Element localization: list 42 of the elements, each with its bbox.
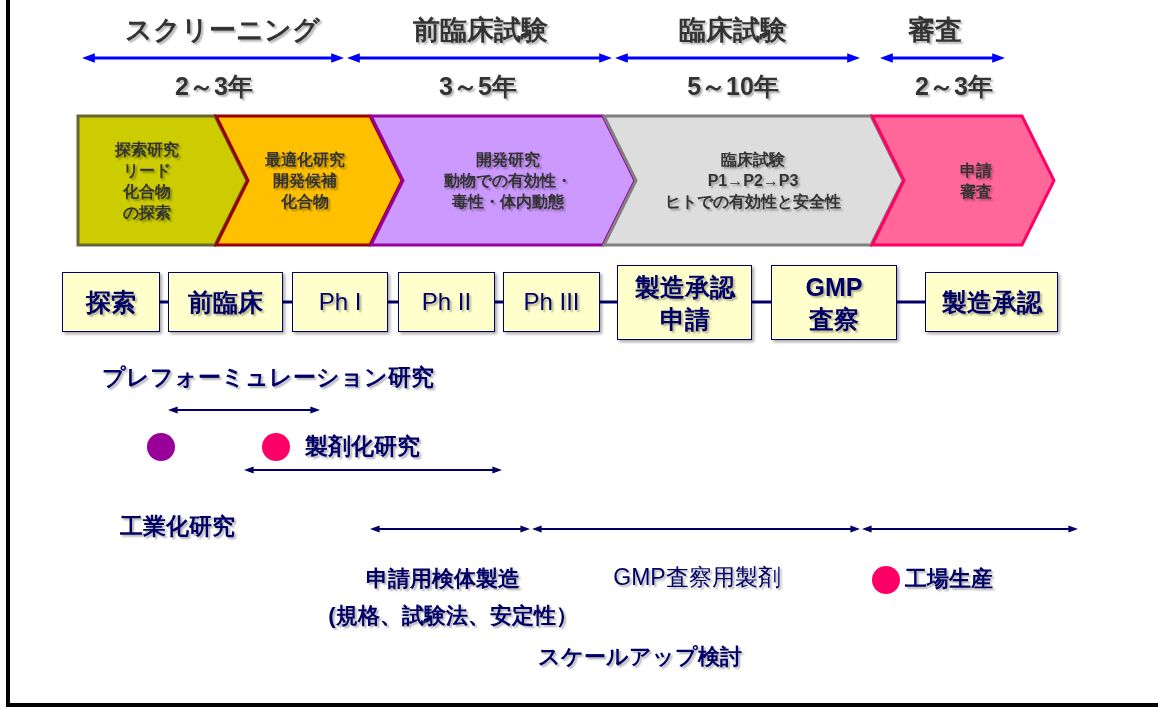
duration-label: 3～5年	[439, 72, 517, 100]
phase-band	[871, 115, 1056, 246]
study-label: (規格、試験法、安定性）	[328, 602, 578, 630]
chevron-text: P1→P2→P3	[707, 171, 799, 191]
chevron-text: 動物での有効性・毒性・体内動態	[443, 171, 573, 212]
study-label: 製剤化研究	[305, 432, 420, 460]
stage-box: 探索	[62, 272, 160, 332]
duration-label: 5～10年	[687, 72, 779, 100]
chevron-text: リード化合物の探索	[122, 160, 172, 223]
connector-line	[600, 300, 617, 304]
connector-line	[897, 300, 925, 304]
study-label: スケールアップ検討	[538, 643, 742, 671]
study-label: 工場生産	[905, 565, 993, 593]
phase-heading: スクリーニング	[124, 16, 320, 44]
duration-label: 2～3年	[175, 72, 253, 100]
connector-line	[495, 300, 503, 304]
stage-box: 製造承認	[925, 272, 1058, 332]
chevron-text: 開発研究	[476, 150, 540, 170]
connector-line	[388, 300, 398, 304]
stage-box: 前臨床	[168, 272, 283, 332]
chevron-text: 最適化研究	[265, 150, 345, 170]
phase-heading: 臨床試験	[679, 16, 787, 44]
stage-box: 製造承認申請	[617, 265, 752, 340]
study-label: 申請用検体製造	[366, 565, 520, 593]
connector-line	[283, 300, 292, 304]
study-label: GMP査察用製剤	[613, 563, 781, 591]
study-label: プレフォーミュレーション研究	[102, 363, 434, 391]
stage-box: Ph III	[503, 272, 600, 332]
connector-line	[160, 300, 168, 304]
stage-box: GMP査察	[771, 265, 897, 340]
chevron-text: 臨床試験	[721, 150, 785, 170]
stage-box: Ph I	[292, 272, 388, 332]
phase-heading: 審査	[908, 16, 962, 44]
duration-label: 2～3年	[915, 72, 993, 100]
chevron-text: ヒトでの有効性と安全性	[665, 192, 841, 212]
phase-heading: 前臨床試験	[412, 16, 548, 44]
chevron-text: 探索研究	[115, 139, 179, 160]
study-label: 工業化研究	[120, 512, 235, 540]
chevron-text: 申請審査	[959, 160, 993, 202]
chevron-text: 開発候補化合物	[272, 171, 338, 212]
stage-box: Ph II	[398, 272, 495, 332]
connector-line	[752, 300, 771, 304]
